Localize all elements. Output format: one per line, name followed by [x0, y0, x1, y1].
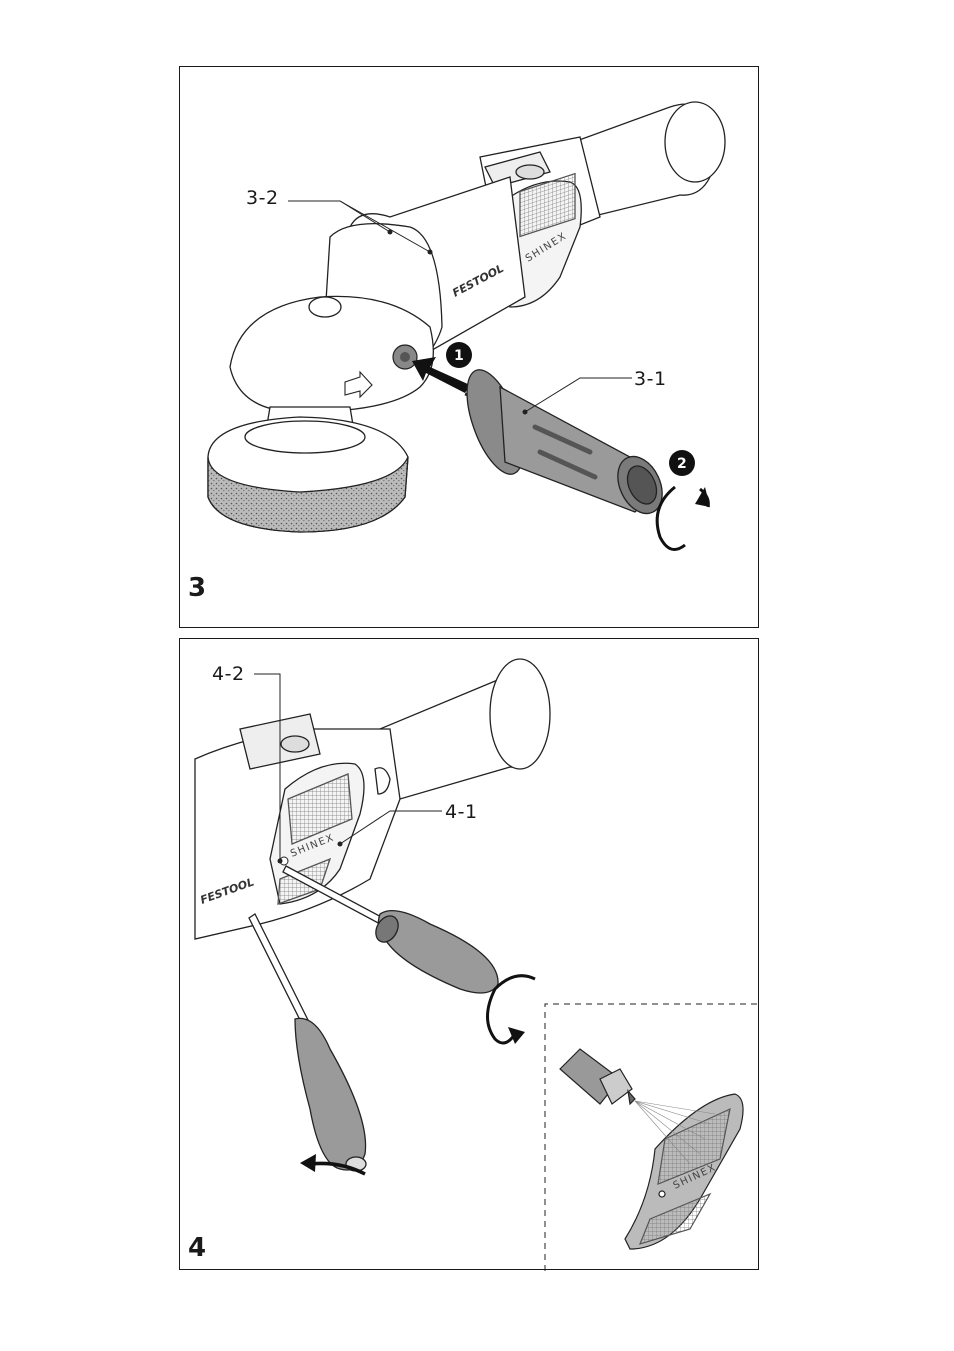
leader-4-1 — [339, 810, 442, 845]
figure-number: 3 — [188, 573, 207, 603]
svg-text:1: 1 — [454, 348, 464, 364]
cleaning-inset — [559, 1048, 744, 1250]
figure-number: 4 — [188, 1233, 207, 1263]
polisher-body — [207, 101, 726, 533]
leader-3-1 — [524, 377, 632, 413]
step-2-marker: 2 — [669, 450, 695, 476]
inset-frame — [544, 1003, 760, 1271]
figure-3-panel: FESTOOL SHINEX 1 2 — [179, 66, 759, 628]
rotate-arrow-icon — [655, 485, 686, 551]
callout-4-1: 4-1 — [445, 801, 478, 823]
callout-4-2: 4-2 — [212, 663, 245, 685]
figure-4-illustration: FESTOOL SHINEX — [194, 658, 760, 1271]
figure-3-illustration: FESTOOL SHINEX 1 2 — [207, 101, 726, 551]
step-1-marker: 1 — [446, 342, 472, 368]
callout-3-2: 3-2 — [246, 187, 279, 209]
leader-4-2 — [254, 673, 281, 861]
rotate-arrow-icon — [486, 974, 536, 1045]
svg-text:2: 2 — [677, 456, 687, 472]
polisher-body — [194, 658, 551, 940]
figure-4-panel: FESTOOL SHINEX — [179, 638, 760, 1271]
screwdriver-upper — [282, 865, 499, 994]
spray-mist — [634, 1100, 716, 1165]
side-handle — [464, 369, 663, 515]
callout-3-1: 3-1 — [634, 368, 667, 390]
screwdriver-lower — [248, 913, 367, 1172]
push-arrow-icon — [412, 357, 470, 393]
